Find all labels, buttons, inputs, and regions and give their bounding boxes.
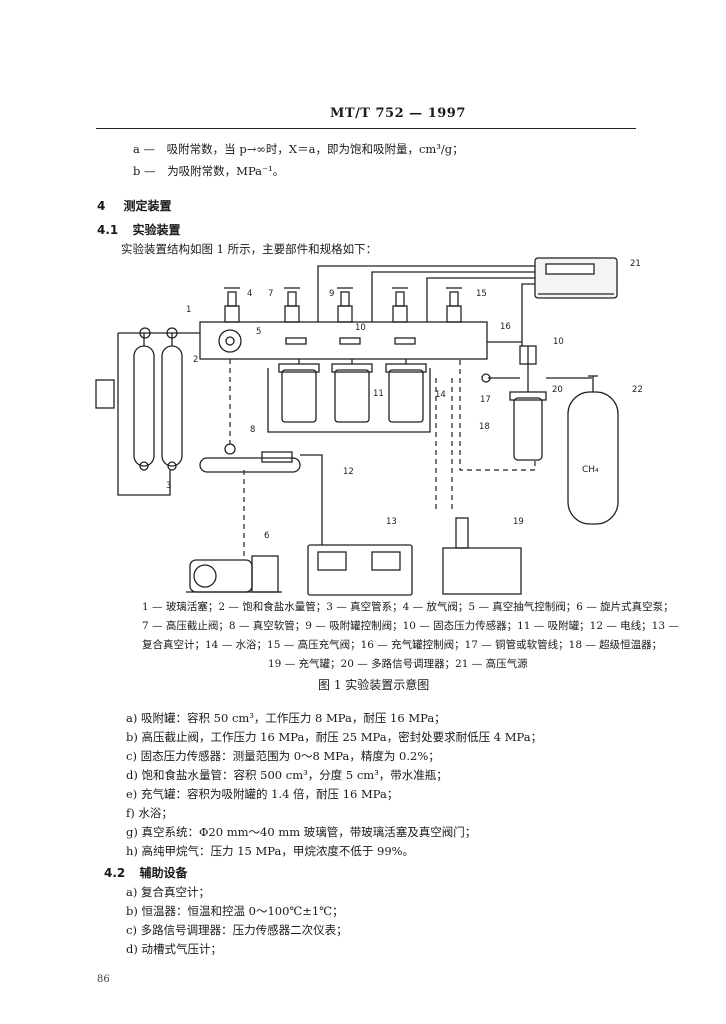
label-16: 16 — [500, 322, 511, 332]
running-header: MT/T 752 — 1997 — [330, 106, 466, 121]
label-8: 8 — [250, 425, 255, 435]
legend-line-1: 1 — 玻璃活塞；2 — 饱和食盐水量管；3 — 真空管系；4 — 放气阀；5 … — [142, 601, 674, 613]
label-12: 12 — [343, 467, 354, 477]
apparatus-diagram: 1 2 3 4 5 6 7 8 9 10 11 12 13 14 15 16 1… — [95, 257, 643, 596]
valve-9 — [337, 287, 353, 323]
definition-text: 为吸附常数，MPa⁻¹。 — [167, 164, 285, 178]
definition-symbol: a — — [133, 142, 156, 156]
label-3: 3 — [166, 481, 171, 491]
label-6: 6 — [264, 531, 269, 541]
label-2: 2 — [193, 355, 198, 365]
definition-text: 吸附常数，当 p→∞时，X＝a，即为饱和吸附量，cm³/g； — [166, 142, 464, 156]
section-4-1-intro: 实验装置结构如图 1 所示，主要部件和规格如下： — [121, 242, 378, 256]
compound-vacuum-gauge — [307, 544, 413, 596]
valve-7 — [284, 287, 300, 323]
salt-water-burette-right — [161, 345, 183, 467]
valve-15 — [446, 287, 462, 323]
list-item: g) 真空系统：Φ20 mm～40 mm 玻璃管，带玻璃活塞及真空阀门； — [126, 825, 477, 839]
label-11: 11 — [373, 389, 384, 399]
header-rule — [96, 128, 636, 129]
definition-b: b — 为吸附常数，MPa⁻¹。 — [133, 163, 284, 179]
label-7: 7 — [268, 289, 273, 299]
list-item: b) 恒温器：恒温和控温 0～100℃±1℃； — [126, 904, 344, 918]
label-ch4: CH₄ — [582, 465, 599, 475]
list-item: d) 饱和食盐水量管：容积 500 cm³，分度 5 cm³，带水准瓶； — [126, 768, 448, 782]
section-4-heading: 4 测定装置 — [97, 197, 172, 214]
label-19: 19 — [513, 517, 524, 527]
super-thermostat — [442, 547, 522, 595]
label-20: 20 — [552, 385, 563, 395]
definition-symbol: b — — [133, 164, 156, 178]
label-21: 21 — [630, 259, 641, 269]
valve-manifold — [199, 321, 488, 360]
legend-line-4: 19 — 充气罐；20 — 多路信号调理器；21 — 高压气源 — [268, 658, 528, 670]
label-18: 18 — [479, 422, 490, 432]
section-number: 4.1 — [97, 223, 119, 237]
section-4-1-heading: 4.1 实验装置 — [97, 221, 180, 238]
valve-9b — [392, 287, 408, 323]
section-number: 4.2 — [104, 866, 126, 880]
list-item: e) 充气罐：容积为吸附罐的 1.4 倍，耐压 16 MPa； — [126, 787, 399, 801]
list-item: b) 高压截止阀，工作压力 16 MPa，耐压 25 MPa，密封处要求耐低压 … — [126, 730, 543, 744]
list-item: a) 吸附罐：容积 50 cm³，工作压力 8 MPa，耐压 16 MPa； — [126, 711, 446, 725]
label-13: 13 — [386, 517, 397, 527]
water-bath — [267, 368, 431, 433]
label-4: 4 — [247, 289, 252, 299]
page-number: 86 — [97, 974, 110, 985]
definition-a: a — 吸附常数，当 p→∞时，X＝a，即为饱和吸附量，cm³/g； — [133, 141, 464, 157]
label-10b: 10 — [553, 337, 564, 347]
label-5: 5 — [256, 327, 261, 337]
label-14: 14 — [435, 390, 446, 400]
rotary-vacuum-pump — [189, 559, 253, 593]
label-9: 9 — [329, 289, 334, 299]
section-4-2-heading: 4.2 辅助设备 — [104, 864, 187, 881]
label-1: 1 — [186, 305, 191, 315]
legend-line-2: 7 — 高压截止阀；8 — 真空软管；9 — 吸附罐控制阀；10 — 固态压力传… — [142, 620, 679, 632]
valve-4 — [224, 287, 240, 323]
list-item: c) 固态压力传感器：测量范围为 0～8 MPa，精度为 0.2%； — [126, 749, 440, 763]
legend-line-3: 复合真空计；14 — 水浴；15 — 高压充气阀；16 — 充气罐控制阀；17 … — [142, 639, 663, 651]
vacuum-control-valve — [218, 329, 242, 353]
label-10: 10 — [355, 323, 366, 333]
list-item: d) 动槽式气压计； — [126, 942, 223, 956]
section-title: 辅助设备 — [139, 866, 188, 880]
label-22: 22 — [632, 385, 643, 395]
vacuum-tube-system — [199, 457, 301, 473]
section-number: 4 — [97, 199, 106, 213]
methane-gas-cylinder — [567, 391, 619, 525]
label-17: 17 — [480, 395, 491, 405]
section-title: 测定装置 — [123, 199, 172, 213]
list-item: f) 水浴； — [126, 806, 173, 820]
figure-caption: 图 1 实验装置示意图 — [318, 678, 430, 692]
salt-water-burette-left — [133, 345, 155, 467]
section-title: 实验装置 — [132, 223, 181, 237]
list-item: h) 高纯甲烷气：压力 15 MPa，甲烷浓度不低于 99%。 — [126, 844, 415, 858]
list-item: a) 复合真空计； — [126, 885, 210, 899]
list-item: c) 多路信号调理器：压力传感器二次仪表； — [126, 923, 348, 937]
charging-tank — [513, 397, 543, 461]
label-15: 15 — [476, 289, 487, 299]
